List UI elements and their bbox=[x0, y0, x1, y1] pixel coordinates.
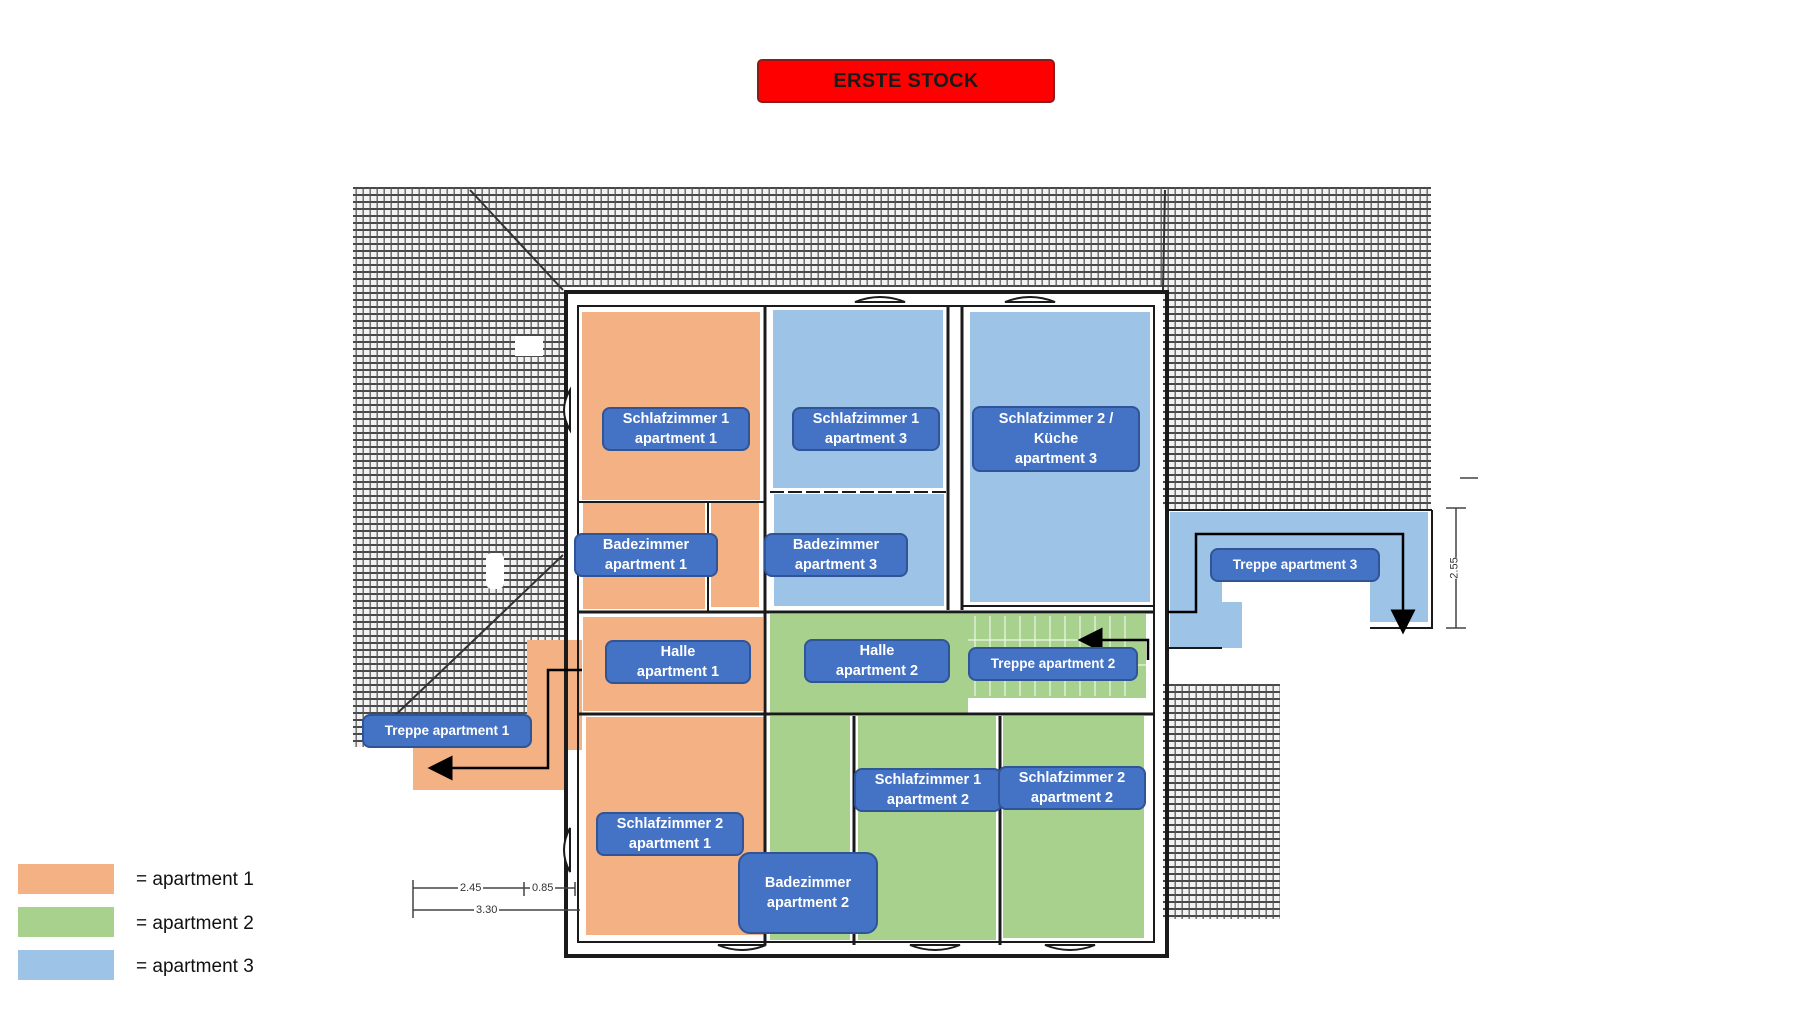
legend-swatch-apartment-1 bbox=[18, 864, 114, 894]
label-treppe-apartment1: Treppe apartment 1 bbox=[362, 714, 532, 748]
label-treppe-apartment2: Treppe apartment 2 bbox=[968, 647, 1138, 681]
legend-swatch-apartment-3 bbox=[18, 950, 114, 980]
dimension-label-2-45: 2.45 bbox=[458, 882, 484, 894]
label-schlafzimmer1-apartment3: Schlafzimmer 1 apartment 3 bbox=[792, 407, 940, 451]
label-badezimmer-apartment1: Badezimmer apartment 1 bbox=[574, 533, 718, 577]
walls bbox=[564, 290, 1433, 958]
page-title: ERSTE STOCK bbox=[833, 69, 979, 92]
label-schlafzimmer2-apartment1: Schlafzimmer 2 apartment 1 bbox=[596, 812, 744, 856]
legend-label-apartment-1: = apartment 1 bbox=[136, 869, 254, 890]
apartment-1-areas bbox=[413, 312, 766, 935]
label-badezimmer-apartment2: Badezimmer apartment 2 bbox=[738, 852, 878, 934]
label-halle-apartment1: Halle apartment 1 bbox=[605, 640, 751, 684]
label-schlafzimmer1-apartment2: Schlafzimmer 1 apartment 2 bbox=[854, 768, 1002, 812]
legend-swatch-apartment-2 bbox=[18, 907, 114, 937]
label-schlafzimmer1-apartment1: Schlafzimmer 1 apartment 1 bbox=[602, 407, 750, 451]
label-treppe-apartment3: Treppe apartment 3 bbox=[1210, 548, 1380, 582]
legend-label-apartment-2: = apartment 2 bbox=[136, 913, 254, 934]
apartment-2-areas bbox=[770, 614, 1146, 940]
roof-area bbox=[353, 187, 1431, 919]
dimension-label-2-55: 2.55 bbox=[1448, 557, 1461, 579]
stair-arrows bbox=[427, 532, 1416, 781]
legend-label-apartment-3: = apartment 3 bbox=[136, 956, 254, 977]
dimension-label-0-85: 0.85 bbox=[530, 882, 556, 894]
label-badezimmer-apartment3: Badezimmer apartment 3 bbox=[764, 533, 908, 577]
label-halle-apartment2: Halle apartment 2 bbox=[804, 639, 950, 683]
floor-title-banner: ERSTE STOCK bbox=[757, 59, 1055, 103]
dimension-label-3-30: 3.30 bbox=[474, 904, 500, 916]
windows bbox=[563, 296, 1096, 951]
label-schlafzimmer2-apartment2: Schlafzimmer 2 apartment 2 bbox=[998, 766, 1146, 810]
label-schlafzimmer2-kueche-apartment3: Schlafzimmer 2 / Küche apartment 3 bbox=[972, 406, 1140, 472]
